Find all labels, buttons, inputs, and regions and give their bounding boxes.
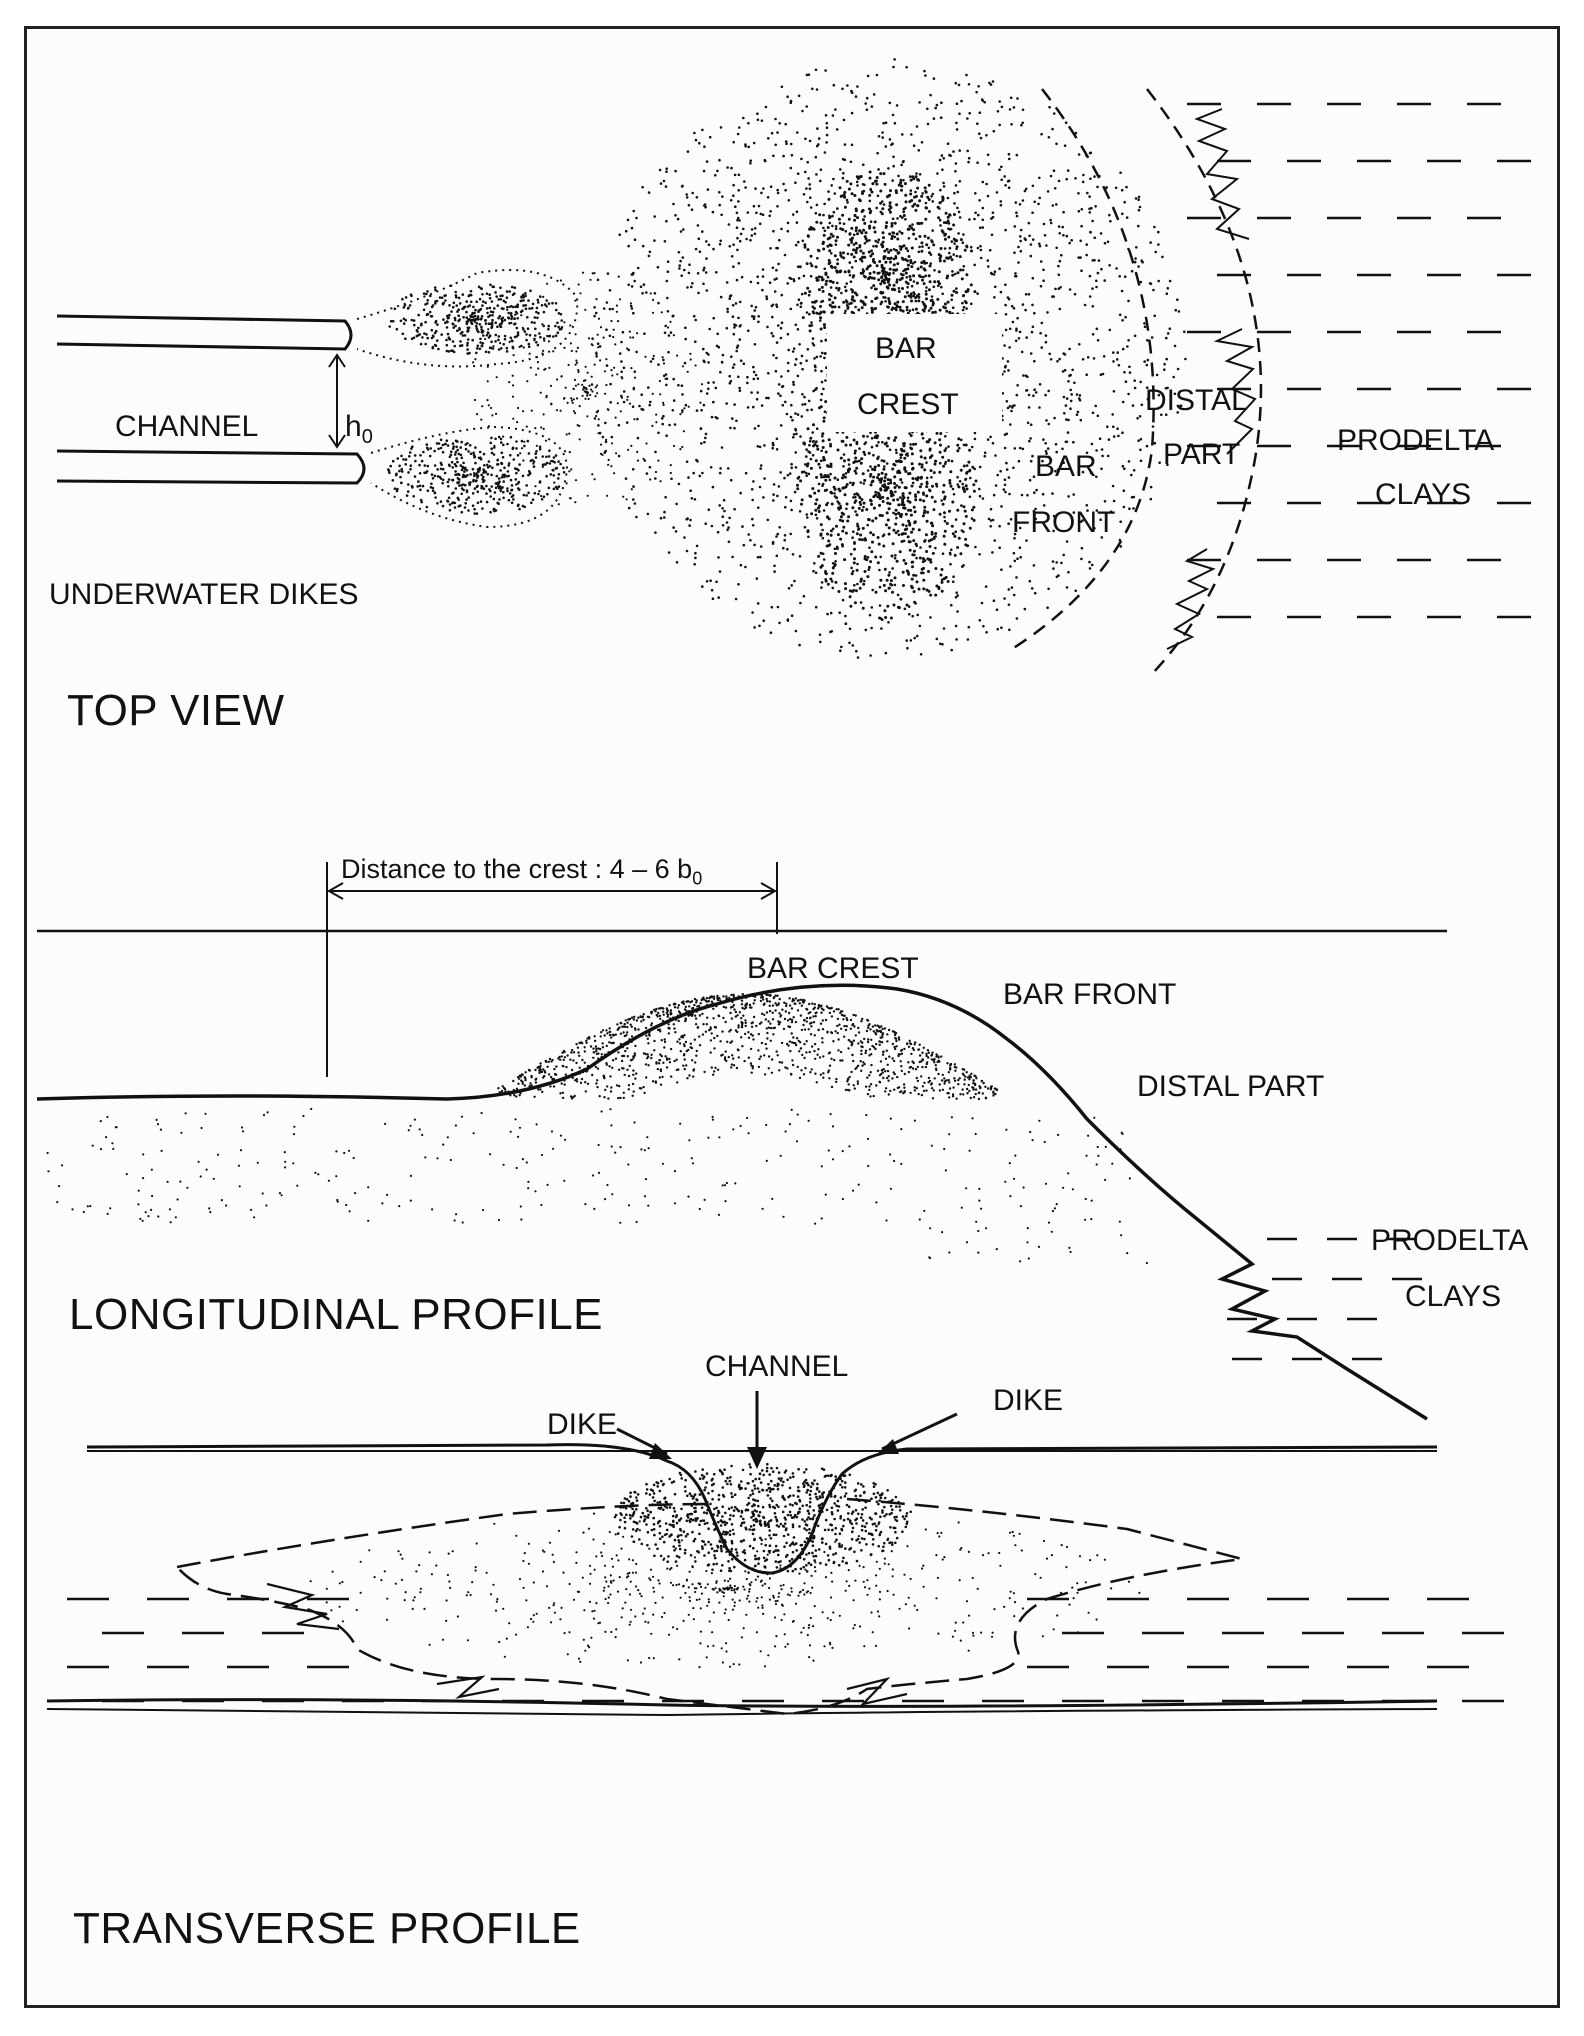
lower-dike-plume-outline: [370, 425, 569, 529]
distal-part-label-long: DISTAL PART: [1137, 1070, 1325, 1103]
distance-text: Distance to the crest : 4 – 6 b: [341, 854, 693, 884]
top-view-title: TOP VIEW: [67, 686, 285, 735]
h0-label: h0: [345, 407, 373, 451]
bar-front-label-top-2: FRONT: [1012, 506, 1116, 539]
bar-front-label-long: BAR FRONT: [1003, 978, 1177, 1011]
dike-label-left: DIKE: [547, 1408, 618, 1441]
channel-arrowhead: [747, 1447, 767, 1469]
upper-dike-plume-outline: [356, 269, 579, 368]
prodelta-clays-label-top-2: CLAYS: [1375, 478, 1472, 511]
transverse-profile-title: TRANSVERSE PROFILE: [73, 1904, 581, 1953]
underwater-dikes-label: UNDERWATER DIKES: [49, 578, 359, 611]
sand-body-zigzag: [266, 1582, 908, 1706]
dike-label-right: DIKE: [993, 1384, 1064, 1417]
transverse-base-line: [46, 1698, 1438, 1708]
channel-label-transverse: CHANNEL: [705, 1350, 849, 1383]
channel-label-top: CHANNEL: [115, 410, 259, 443]
prodelta-clays-label-long-1: PRODELTA: [1371, 1224, 1529, 1257]
distal-boundary: [1146, 88, 1263, 675]
distal-part-label-top-1: DISTAL: [1145, 384, 1248, 417]
bar-crest-label-top-2: CREST: [857, 388, 959, 421]
dike-right-arrowhead: [877, 1439, 899, 1454]
sand-body-outline: [176, 1497, 1243, 1716]
bar-crest-label-long: BAR CREST: [747, 952, 919, 985]
distance-to-crest-label: Distance to the crest : 4 – 6 b0: [341, 851, 702, 891]
diagram-figure: CHANNEL h0 UNDERWATER DIKES BAR CREST BA…: [24, 26, 1560, 2008]
bar-front-boundary: [1011, 88, 1155, 651]
drawing-lines: [36, 88, 1447, 1717]
distance-arrowheads: [326, 882, 778, 900]
h0-arrowheads: [328, 353, 346, 449]
bed-profile: [36, 983, 1428, 1421]
transverse-surface: [86, 1443, 1438, 1575]
h0-main: h: [345, 410, 362, 443]
prodelta-clay-dashes: [67, 102, 1531, 1703]
upper-dike-line: [56, 314, 353, 351]
h0-subscript: 0: [361, 426, 373, 448]
distance-subscript: 0: [692, 868, 703, 889]
longitudinal-profile-title: LONGITUDINAL PROFILE: [69, 1290, 604, 1339]
sediment-stipple: [46, 58, 1187, 1669]
dike-left-arrowhead: [649, 1443, 672, 1459]
bar-crest-label-top-1: BAR: [875, 332, 937, 365]
diagram-drawing: [36, 58, 1531, 1717]
prodelta-clays-label-long-2: CLAYS: [1405, 1280, 1502, 1313]
prodelta-clays-label-top-1: PRODELTA: [1337, 424, 1495, 457]
bar-front-label-top-1: BAR: [1035, 450, 1097, 483]
distal-zigzag: [1166, 108, 1257, 650]
bar-crest-label-box: [827, 314, 1002, 432]
transverse-base-line-2: [46, 1708, 1438, 1717]
distal-part-label-top-2: PART: [1163, 438, 1241, 471]
lower-dike-line: [56, 449, 366, 485]
